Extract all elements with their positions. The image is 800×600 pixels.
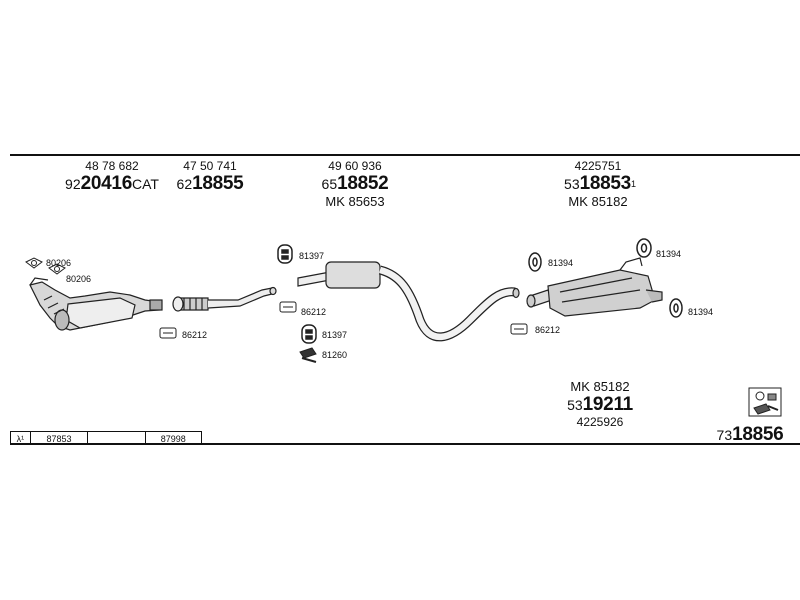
- label-clamp-86212-c: 86212: [535, 325, 561, 335]
- top-rule: [10, 154, 800, 156]
- lambda-cell-1[interactable]: 87853: [31, 432, 89, 444]
- part-number-rear-silencer[interactable]: 53188531: [564, 173, 636, 194]
- mk-lower-silencer: MK 85182: [570, 379, 630, 394]
- lambda-sensor-row: λ¹ 87853 87998: [10, 431, 202, 445]
- part-number-catalyst[interactable]: 9220416CAT: [65, 173, 159, 194]
- front-pipe-icon[interactable]: [172, 286, 277, 312]
- ref-rear-silencer: 4225751: [574, 159, 622, 173]
- label-bolt-81260: 81260: [322, 350, 348, 360]
- part-number-front-pipe[interactable]: 6218855: [176, 173, 244, 194]
- rear-silencer-icon[interactable]: [526, 257, 663, 317]
- lambda-symbol: λ¹: [11, 432, 31, 444]
- part-number-kit[interactable]: 7318856: [716, 424, 784, 445]
- mk-middle-silencer: MK 85653: [325, 194, 385, 209]
- label-hanger-81397-b: 81397: [322, 330, 348, 340]
- catalytic-converter-icon[interactable]: [29, 277, 163, 331]
- rubber-hanger-icon[interactable]: [636, 238, 652, 258]
- label-clamp-86212-a: 86212: [182, 330, 208, 340]
- clamp-icon[interactable]: [510, 323, 528, 335]
- bolt-icon[interactable]: [299, 347, 317, 363]
- ref-catalyst: 48 78 682: [85, 159, 139, 173]
- fitting-kit-icon[interactable]: [748, 387, 782, 417]
- clamp-icon[interactable]: [279, 301, 297, 313]
- ref-lower-silencer: 4225926: [576, 415, 624, 429]
- label-hanger-81397-a: 81397: [299, 251, 325, 261]
- bottom-rule: [10, 443, 800, 445]
- clamp-icon[interactable]: [159, 327, 177, 339]
- rubber-hanger-icon[interactable]: [669, 298, 683, 318]
- part-number-middle-silencer[interactable]: 6518852: [321, 173, 389, 194]
- ref-front-pipe: 47 50 741: [183, 159, 237, 173]
- middle-silencer-icon[interactable]: [297, 261, 520, 342]
- lambda-cell-3[interactable]: 87998: [160, 434, 186, 444]
- label-clamp-86212-b: 86212: [301, 307, 327, 317]
- ref-middle-silencer: 49 60 936: [328, 159, 382, 173]
- rubber-hanger-icon[interactable]: [528, 252, 542, 272]
- gasket-icon[interactable]: [25, 257, 66, 275]
- rubber-hanger-icon[interactable]: [301, 324, 317, 344]
- label-hanger-81394-a: 81394: [548, 258, 574, 268]
- rubber-hanger-icon[interactable]: [277, 244, 293, 264]
- label-hanger-81394-b: 81394: [656, 249, 682, 259]
- mk-rear-silencer: MK 85182: [568, 194, 628, 209]
- label-gasket-80206-b: 80206: [66, 274, 92, 284]
- label-hanger-81394-c: 81394: [688, 307, 714, 317]
- part-number-lower-silencer[interactable]: 5319211: [567, 394, 633, 415]
- lambda-cell-2: [88, 432, 146, 444]
- label-gasket-80206-a: 80206: [46, 258, 72, 268]
